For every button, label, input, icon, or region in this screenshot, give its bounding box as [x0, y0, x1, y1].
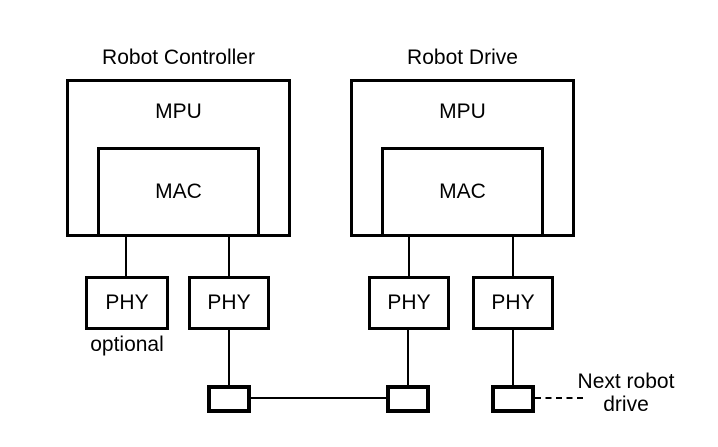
- drive-mac-label: MAC: [439, 180, 486, 203]
- next-robot-drive-label: Next robot drive: [577, 370, 675, 416]
- wire-controller-phy-to-connector: [228, 330, 230, 385]
- wire-drive-phy-right-to-connector: [512, 330, 514, 385]
- wire-controller-mac-to-phy-main: [228, 237, 230, 276]
- controller-mpu-label: MPU: [155, 100, 202, 123]
- cable-connector-drive-out: [491, 385, 535, 413]
- controller-phy-main-box: PHY: [188, 276, 270, 330]
- drive-phy-left-box: PHY: [368, 276, 450, 330]
- controller-title: Robot Controller: [102, 46, 255, 69]
- dashed-cable-to-next-drive: [535, 397, 583, 399]
- controller-phy-main-label: PHY: [207, 291, 251, 314]
- drive-mpu-label: MPU: [439, 100, 486, 123]
- controller-mac-label: MAC: [155, 180, 202, 203]
- cable-connector-controller: [207, 385, 251, 413]
- controller-mac-box: MAC: [97, 147, 260, 237]
- wire-drive-phy-left-to-connector: [407, 330, 409, 385]
- cable-connector-drive-in: [386, 385, 430, 413]
- drive-title: Robot Drive: [407, 46, 518, 69]
- wire-drive-mac-to-phy-left: [408, 237, 410, 276]
- wire-drive-mac-to-phy-right: [512, 237, 514, 276]
- controller-phy-optional-box: PHY: [85, 276, 169, 330]
- optional-note: optional: [90, 333, 164, 356]
- drive-phy-left-label: PHY: [387, 291, 431, 314]
- cable-controller-to-drive: [251, 397, 386, 399]
- drive-mac-box: MAC: [381, 147, 544, 237]
- wire-controller-mac-to-phy-optional: [125, 237, 127, 276]
- controller-phy-optional-label: PHY: [105, 291, 149, 314]
- drive-phy-right-box: PHY: [472, 276, 554, 330]
- drive-phy-right-label: PHY: [491, 291, 535, 314]
